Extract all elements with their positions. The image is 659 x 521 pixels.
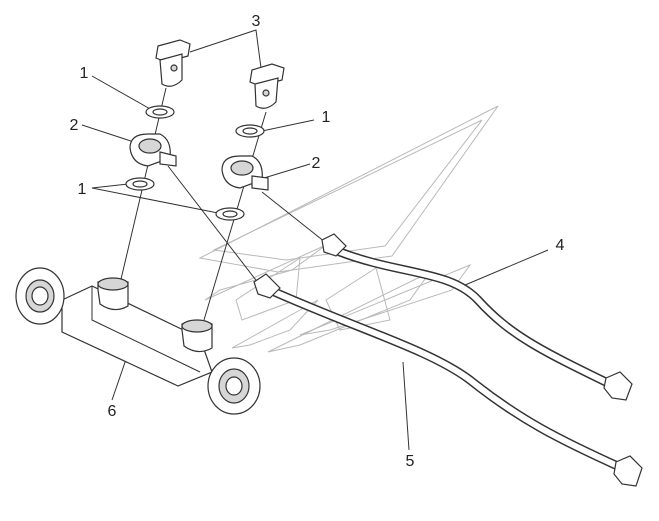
hose-lower bbox=[253, 273, 643, 487]
banjo-bolt-right bbox=[249, 63, 285, 109]
callout-2-right: 2 bbox=[312, 155, 321, 172]
watermark-logo bbox=[198, 105, 499, 353]
banjo-bolt-left bbox=[155, 39, 191, 87]
banjo-fitting-left bbox=[129, 133, 177, 167]
hydraulic-cylinder bbox=[15, 267, 261, 415]
callout-1-lower: 1 bbox=[78, 181, 87, 198]
banjo-fitting-right bbox=[221, 155, 269, 191]
callout-1-top-right: 1 bbox=[322, 109, 331, 126]
callout-4: 4 bbox=[556, 237, 565, 254]
washers bbox=[125, 105, 265, 221]
callout-5: 5 bbox=[406, 453, 415, 470]
callout-6: 6 bbox=[108, 403, 117, 420]
callout-1-top-left: 1 bbox=[80, 65, 89, 82]
callout-3: 3 bbox=[252, 13, 261, 30]
hose-upper bbox=[321, 233, 633, 401]
callout-2-left: 2 bbox=[70, 117, 79, 134]
